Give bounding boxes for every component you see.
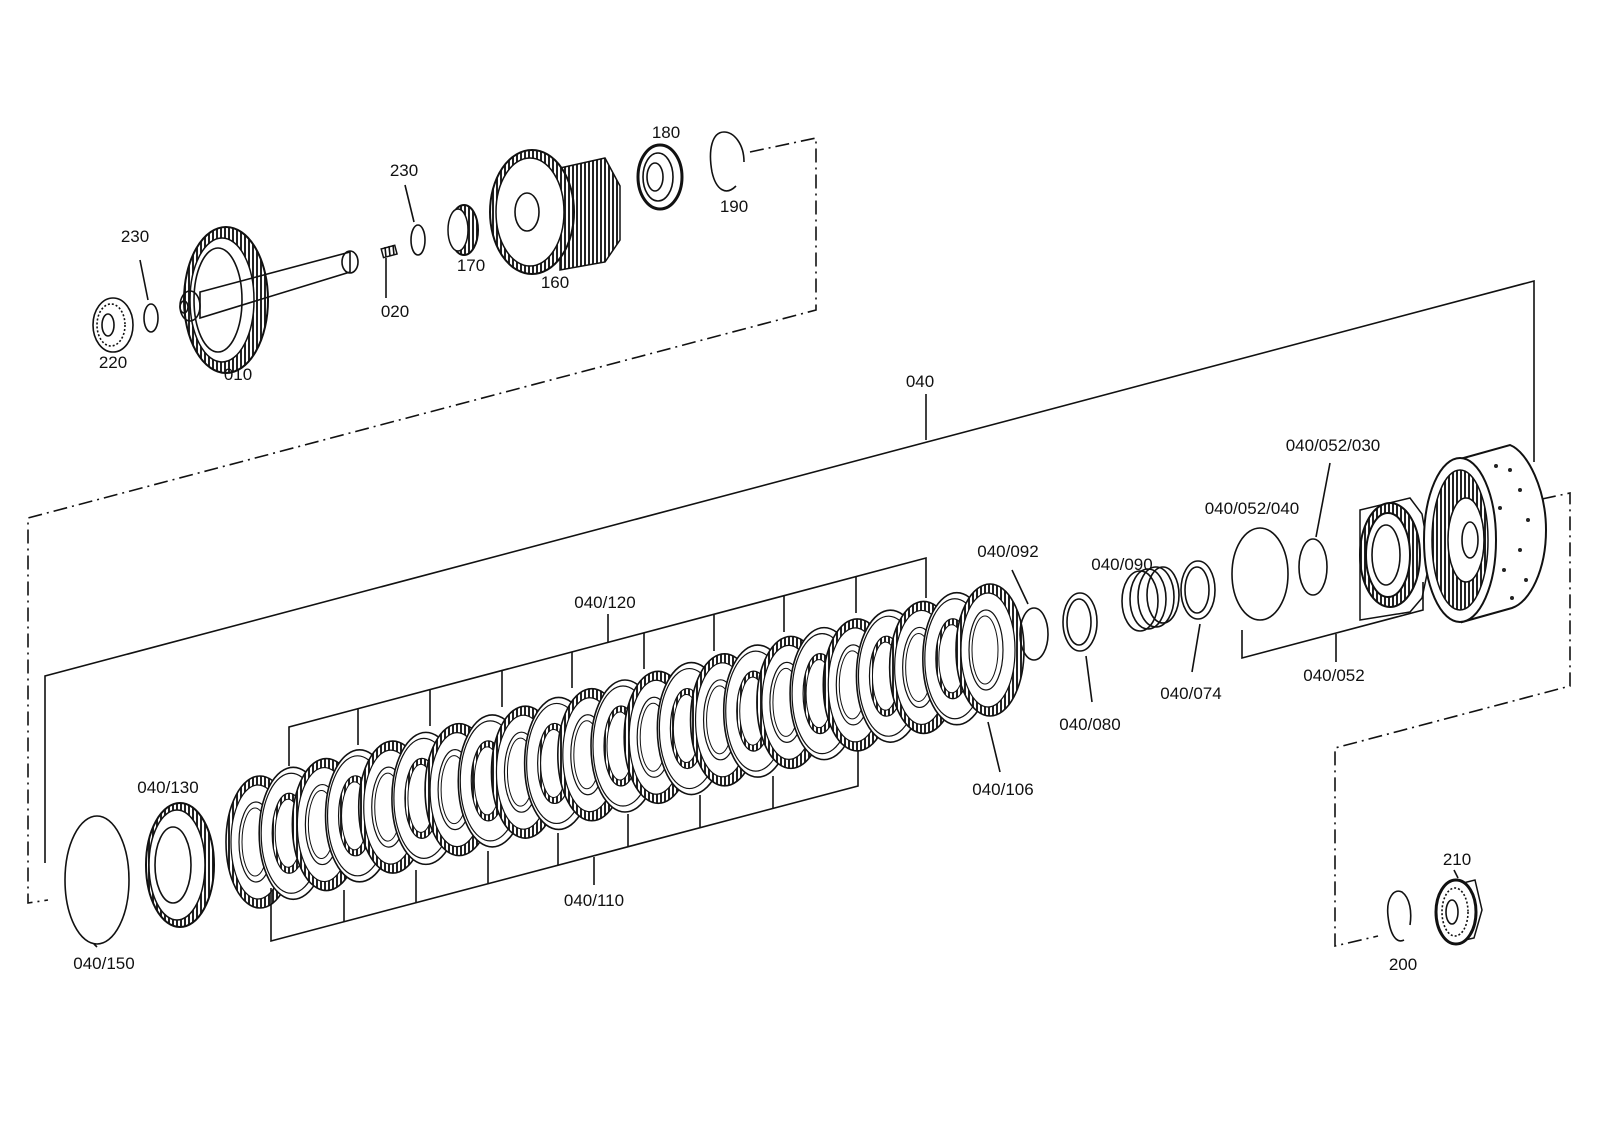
output-group: 200 210 bbox=[1386, 850, 1483, 974]
bracket-040-120 bbox=[288, 556, 927, 766]
label-160: 160 bbox=[541, 273, 569, 292]
label-230-right: 230 bbox=[390, 161, 418, 180]
ring-040-074 bbox=[1180, 560, 1216, 620]
label-020: 020 bbox=[381, 302, 409, 321]
label-040-074: 040/074 bbox=[1160, 684, 1221, 703]
pin-020 bbox=[380, 244, 398, 259]
clutch-assembly-040: 040 040/150 040/130 040/110 bbox=[44, 279, 1571, 973]
boundary-line-top bbox=[27, 137, 817, 904]
label-010: 010 bbox=[224, 365, 252, 384]
label-040-110: 040/110 bbox=[564, 891, 624, 910]
label-040-052-040: 040/052/040 bbox=[1205, 499, 1300, 518]
clutch-housing-040 bbox=[1423, 443, 1548, 624]
bearing-210 bbox=[1434, 878, 1483, 946]
ring-040-080 bbox=[1062, 592, 1098, 652]
label-230-left: 230 bbox=[121, 227, 149, 246]
ring-040-052-030 bbox=[1298, 538, 1328, 596]
snap-ring-200 bbox=[1386, 890, 1412, 942]
label-040-106: 040/106 bbox=[972, 780, 1033, 799]
spring-040-090 bbox=[1121, 566, 1180, 632]
piston-040-052 bbox=[1359, 497, 1431, 621]
snap-ring-190 bbox=[709, 131, 745, 192]
friction-plate bbox=[955, 583, 1025, 717]
label-040-052-030: 040/052/030 bbox=[1286, 436, 1381, 455]
plate-040-130 bbox=[145, 802, 215, 928]
assembly-bracket-040 bbox=[44, 279, 1535, 863]
boundary-line-bottom bbox=[1334, 492, 1571, 948]
ring-040-092 bbox=[1019, 607, 1049, 661]
label-040-052: 040/052 bbox=[1303, 666, 1364, 685]
label-040-150: 040/150 bbox=[73, 954, 134, 973]
bracket-040-110 bbox=[270, 750, 859, 943]
label-040-120: 040/120 bbox=[574, 593, 635, 612]
label-040-092: 040/092 bbox=[977, 542, 1038, 561]
label-040-130: 040/130 bbox=[137, 778, 198, 797]
label-040: 040 bbox=[906, 372, 934, 391]
top-shaft-group: 220 230 010 020 230 170 160 180 190 bbox=[27, 123, 817, 904]
label-210: 210 bbox=[1443, 850, 1471, 869]
plate-stack bbox=[225, 583, 1025, 909]
label-180: 180 bbox=[652, 123, 680, 142]
gear-shaft-010 bbox=[179, 226, 359, 374]
label-220: 220 bbox=[99, 353, 127, 372]
label-200: 200 bbox=[1389, 955, 1417, 974]
snap-ring-230-right bbox=[410, 224, 426, 256]
bearing-220 bbox=[92, 297, 134, 353]
snap-ring-230-left bbox=[143, 303, 159, 333]
gear-160 bbox=[489, 149, 621, 275]
ring-040-150 bbox=[64, 815, 130, 945]
bracket-040-052 bbox=[1241, 582, 1424, 660]
label-190: 190 bbox=[720, 197, 748, 216]
ring-040-052-040 bbox=[1231, 527, 1289, 621]
label-040-080: 040/080 bbox=[1059, 715, 1120, 734]
bearing-180 bbox=[636, 143, 684, 211]
label-170: 170 bbox=[457, 256, 485, 275]
needle-cage-170 bbox=[447, 204, 479, 256]
label-040-090: 040/090 bbox=[1091, 555, 1152, 574]
